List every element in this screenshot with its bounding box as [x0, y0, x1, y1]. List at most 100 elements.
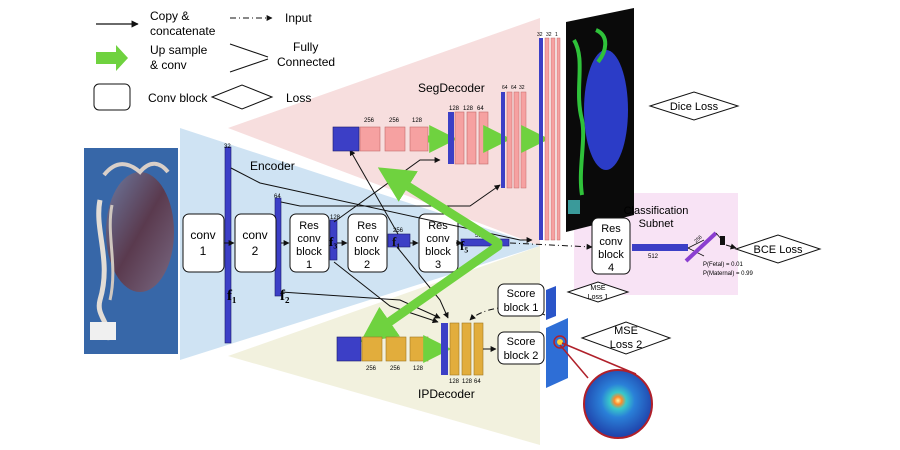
label-f1: f₁ — [227, 288, 237, 304]
res2-line1: Res — [357, 220, 377, 232]
p-maternal: P(Maternal) = 0.99 — [703, 271, 754, 277]
seg-decoder-title: SegDecoder — [418, 81, 485, 95]
legend-loss: Loss — [286, 91, 311, 105]
label-f3: f₃ — [329, 234, 337, 249]
seg-dim-b1: 128 — [463, 106, 474, 112]
score-block-2: Score block 2 — [497, 331, 545, 365]
res1-line3: block — [296, 246, 322, 258]
ip-up-feature — [336, 336, 362, 362]
conv2-num: 2 — [252, 244, 259, 258]
seg-feature-c — [501, 92, 505, 188]
seg-up-feature — [332, 126, 360, 152]
legend-copy-line2: concatenate — [150, 24, 216, 38]
mse-loss-1-line2: Loss 1 — [588, 294, 609, 301]
score2-line2: block 2 — [504, 350, 539, 362]
label-f5: f₅ — [460, 238, 468, 253]
dice-loss-diamond — [648, 91, 740, 121]
bce-loss-diamond — [734, 234, 822, 264]
seg-dim-c2: 32 — [519, 85, 525, 91]
res-block-2: Res conv block 2 — [347, 213, 388, 273]
dice-loss-label: Dice Loss — [670, 101, 719, 113]
res-block-4: Res conv block 4 — [591, 217, 631, 275]
ip-decoder-title: IPDecoder — [418, 387, 475, 401]
res1-line2: conv — [297, 233, 321, 245]
score-block-1: Score block 1 — [497, 283, 545, 317]
mse-loss-1-diamond — [566, 281, 630, 303]
classification-title-1: Classification — [624, 205, 689, 217]
seg-decoder-region — [228, 18, 540, 246]
res4-line2: conv — [599, 236, 623, 248]
seg-dim-d0: 32 — [537, 32, 543, 38]
score-map-2 — [546, 318, 568, 388]
conv2-block: conv 2 — [234, 213, 277, 273]
legend-fc-line1: Fully — [293, 40, 318, 54]
seg-block-group-a: 256 256 128 — [359, 118, 429, 152]
conv1-label: conv — [190, 228, 215, 242]
seg-block-group-b: 128 128 64 — [449, 106, 489, 165]
feature-map-f4 — [387, 233, 411, 248]
res-block-3: Res conv block 3 — [418, 213, 459, 273]
seg-feature-d — [539, 38, 543, 240]
ip-block-group-a: 256 256 128 — [361, 336, 429, 372]
conv1-num: 1 — [200, 244, 207, 258]
seg-dim-c1: 64 — [511, 85, 517, 91]
seg-dim-a0: 256 — [364, 118, 375, 124]
dim-f3: 128 — [330, 215, 341, 221]
seg-dim-c0: 64 — [502, 85, 508, 91]
ip-dim-b0: 128 — [449, 379, 460, 385]
ip-block-group-b: 128 128 64 — [449, 322, 484, 385]
mse-loss-2-line2: Loss 2 — [610, 339, 642, 351]
label-f4: f₁ — [392, 234, 400, 249]
mse-loss-2-line1: MSE — [614, 325, 638, 337]
res1-line4: 1 — [306, 259, 312, 271]
legend-copy-line1: Copy & — [150, 9, 189, 23]
seg-dim-b0: 128 — [449, 106, 460, 112]
res-block-1: Res conv block 1 — [289, 213, 330, 273]
p-fetal: P(Fetal) = 0.01 — [703, 262, 744, 268]
zoomed-heatmap — [583, 369, 653, 439]
dim-f2: 64 — [274, 194, 281, 200]
dim-f4: 256 — [393, 228, 404, 234]
res2-line2: conv — [355, 233, 379, 245]
res3-line4: 3 — [435, 259, 441, 271]
seg-feature-b — [448, 112, 454, 164]
res4-line3: block — [598, 249, 624, 261]
score1-line2: block 1 — [504, 302, 539, 314]
res2-line4: 2 — [364, 259, 370, 271]
bce-loss-label: BCE Loss — [754, 244, 803, 256]
seg-dim-d1: 32 — [546, 32, 552, 38]
score-map-2-hotspot — [557, 339, 563, 345]
seg-dim-b2: 64 — [477, 106, 484, 112]
fc-256-bar — [684, 231, 718, 263]
input-placenta-image — [84, 148, 178, 354]
legend-fc-line2: Connected — [277, 55, 335, 69]
res3-line3: block — [425, 246, 451, 258]
legend: Copy & concatenate Input Up sample & con… — [93, 9, 335, 111]
score1-line1: Score — [507, 288, 536, 300]
label-f2: f₂ — [280, 288, 290, 304]
seg-block-group-d: 32 32 1 — [537, 32, 561, 241]
fc-256-label: 256 — [693, 234, 703, 244]
encoder-title: Encoder — [250, 159, 295, 173]
ip-dim-a1: 256 — [390, 366, 401, 372]
ip-dim-a2: 128 — [413, 366, 424, 372]
dim-f1: 32 — [224, 144, 231, 150]
conv1-block: conv 1 — [182, 213, 225, 273]
seg-dim-a2: 128 — [412, 118, 423, 124]
fc-512-bar — [632, 244, 688, 251]
res4-line4: 4 — [608, 262, 614, 274]
seg-dim-d2: 1 — [555, 32, 558, 38]
mse-loss-2-diamond — [580, 321, 672, 355]
legend-upsample-line1: Up sample — [150, 43, 208, 57]
segmentation-output-image — [566, 8, 634, 232]
legend-green-arrow-icon — [96, 45, 128, 71]
ip-decoder-region — [228, 246, 540, 445]
res3-line2: conv — [426, 233, 450, 245]
feature-map-f1 — [224, 146, 232, 344]
ip-feature-b — [441, 323, 448, 375]
res1-line1: Res — [299, 220, 319, 232]
feature-map-f3 — [329, 219, 338, 261]
res2-line3: block — [354, 246, 380, 258]
conv2-label: conv — [242, 228, 267, 242]
